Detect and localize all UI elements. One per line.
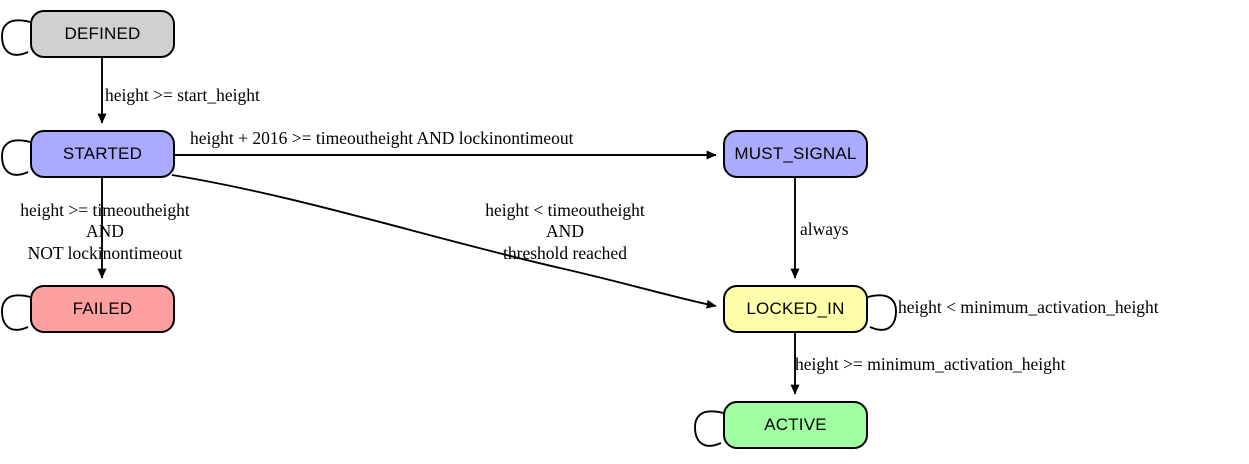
- state-label-started: STARTED: [62, 144, 143, 163]
- edge-label-must-signal-to-locked-in: always: [800, 219, 849, 239]
- state-label-locked-in: LOCKED_IN: [746, 299, 845, 318]
- edge-started-to-locked-in: [171, 174, 717, 309]
- state-label-defined: DEFINED: [64, 24, 141, 43]
- state-node-failed[interactable]: FAILED: [30, 285, 175, 333]
- state-label-failed: FAILED: [72, 299, 133, 318]
- self-loop-failed: [1, 294, 41, 331]
- edge-label-started-to-failed: height >= timeoutheight AND NOT lockinon…: [20, 200, 190, 263]
- state-node-must-signal[interactable]: MUST_SIGNAL: [723, 130, 868, 178]
- edge-label-started-to-must-signal: height + 2016 >= timeoutheight AND locki…: [190, 128, 574, 148]
- state-node-locked-in[interactable]: LOCKED_IN: [723, 285, 868, 333]
- state-node-defined[interactable]: DEFINED: [30, 10, 175, 58]
- edge-label-defined-to-started: height >= start_height: [105, 85, 260, 105]
- state-label-active: ACTIVE: [764, 415, 827, 434]
- state-node-active[interactable]: ACTIVE: [723, 401, 868, 449]
- edge-label-locked-in-self-loop: height < minimum_activation_height: [898, 297, 1159, 317]
- edge-label-started-to-locked-in: height < timeoutheight AND threshold rea…: [485, 200, 645, 263]
- self-loop-started: [1, 139, 41, 176]
- state-node-started[interactable]: STARTED: [30, 130, 175, 178]
- self-loop-defined: [1, 19, 41, 56]
- state-label-must-signal: MUST_SIGNAL: [734, 144, 857, 163]
- self-loop-locked-in: [857, 294, 897, 331]
- edge-label-locked-in-to-active: height >= minimum_activation_height: [795, 354, 1066, 374]
- self-loop-active: [694, 410, 734, 447]
